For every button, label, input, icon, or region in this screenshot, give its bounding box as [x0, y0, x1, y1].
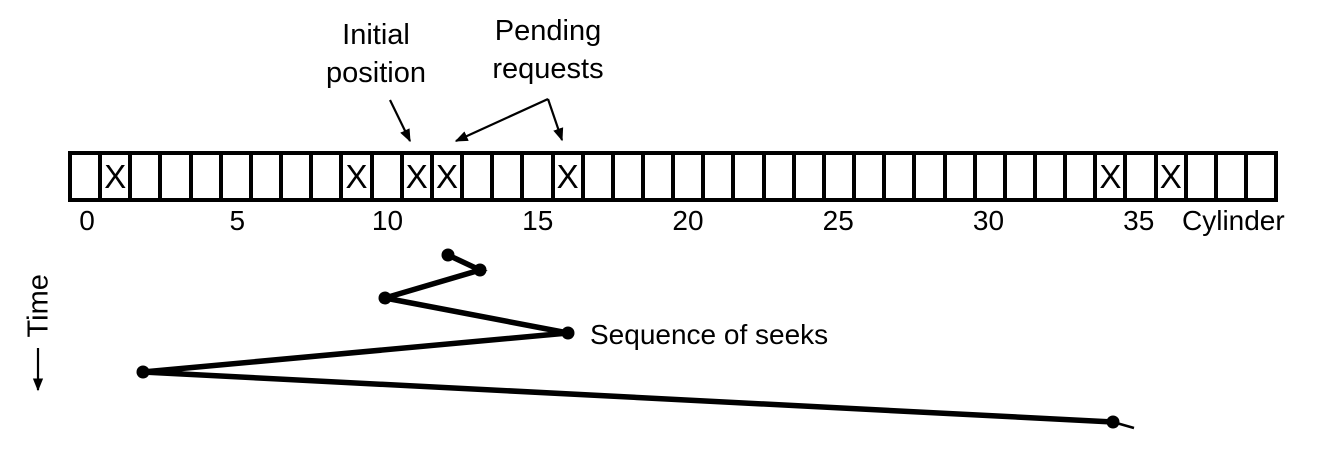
cylinder-cell-39 — [1248, 155, 1274, 198]
cylinder-cell-9: X — [343, 155, 374, 198]
pending-requests-label-line1: Pending — [494, 15, 602, 47]
cylinder-cell-2 — [132, 155, 163, 198]
pending-request-mark: X — [1099, 158, 1122, 195]
cylinder-cell-31 — [1007, 155, 1037, 198]
pending-request-mark: X — [345, 158, 368, 195]
cylinder-tick-25: 25 — [822, 205, 854, 236]
cylinder-cell-7 — [283, 155, 314, 198]
pending-request-mark: X — [556, 158, 579, 195]
sequence-of-seeks-label: Sequence of seeks — [590, 319, 829, 350]
cylinder-cell-15 — [524, 155, 555, 198]
cylinder-tick-30: 30 — [972, 205, 1005, 236]
cylinder-tick-5: 5 — [229, 205, 246, 236]
cylinder-cell-23 — [766, 155, 796, 198]
cylinder-cell-38 — [1218, 155, 1249, 198]
cylinder-cell-29 — [947, 155, 977, 198]
cylinder-cell-24 — [796, 155, 826, 198]
pending-request-mark: X — [405, 158, 428, 195]
cylinder-cell-13 — [464, 155, 495, 198]
cylinder-cell-3 — [162, 155, 193, 198]
cylinder-cell-27 — [886, 155, 917, 198]
cylinder-cell-33 — [1067, 155, 1098, 198]
cylinder-cell-14 — [494, 155, 525, 198]
pending-request-arrow-left — [454, 97, 549, 143]
cylinder-tick-20: 20 — [672, 205, 704, 236]
cylinder-tick-0: 0 — [79, 205, 95, 236]
seek-point-cylinder-2 — [136, 365, 150, 379]
cylinder-cell-20 — [675, 155, 706, 198]
cylinder-cell-25 — [826, 155, 857, 198]
cylinder-cell-5 — [223, 155, 253, 198]
cylinder-cell-11: X — [404, 155, 434, 198]
pending-requests-label: Pending requests — [468, 12, 628, 88]
cylinder-cell-1: X — [102, 155, 133, 198]
cylinder-cell-22 — [735, 155, 766, 198]
cylinder-cell-17 — [585, 155, 615, 198]
cylinder-cell-8 — [313, 155, 344, 198]
cylinder-cell-10 — [374, 155, 404, 198]
cylinder-tick-10: 10 — [371, 205, 404, 236]
cylinder-axis-label: Cylinder — [1182, 205, 1285, 236]
cylinder-cell-34: X — [1097, 155, 1128, 198]
cylinder-cell-18 — [615, 155, 645, 198]
cylinder-cell-30 — [977, 155, 1007, 198]
pending-requests-label-line2: requests — [492, 53, 604, 85]
cylinder-cell-36: X — [1158, 155, 1188, 198]
cylinder-cell-6 — [253, 155, 284, 198]
seek-point-cylinder-10 — [378, 291, 392, 305]
pending-request-mark: X — [1159, 158, 1182, 195]
initial-position-label: Initial position — [296, 16, 456, 92]
cylinder-cell-28 — [916, 155, 947, 198]
seek-point-cylinder-16 — [561, 326, 575, 340]
cylinder-tick-35: 35 — [1123, 205, 1155, 236]
pending-request-arrow-right — [546, 98, 564, 142]
cylinder-cell-12: X — [434, 155, 465, 198]
cylinder-cell-35 — [1127, 155, 1158, 198]
time-axis-label: Time — [22, 274, 55, 338]
cylinder-cell-16: X — [555, 155, 585, 198]
pending-request-mark: X — [435, 158, 458, 195]
initial-position-arrow — [389, 99, 411, 143]
initial-position-label-line1: Initial — [342, 19, 410, 51]
pending-request-mark: X — [104, 158, 127, 195]
cylinder-cell-37 — [1188, 155, 1218, 198]
seek-path-tail — [1112, 420, 1135, 430]
initial-position-label-line2: position — [326, 57, 426, 89]
cylinder-cell-21 — [705, 155, 736, 198]
cylinder-cell-32 — [1037, 155, 1068, 198]
seek-point-cylinder-12 — [441, 248, 455, 262]
seek-point-cylinder-13 — [473, 263, 487, 277]
cylinder-cell-4 — [193, 155, 223, 198]
cylinder-cell-26 — [856, 155, 887, 198]
cylinder-cell-19 — [645, 155, 676, 198]
seek-point-cylinder-34 — [1106, 415, 1120, 429]
cylinder-cell-0 — [72, 155, 103, 198]
cylinder-tick-15: 15 — [522, 205, 554, 236]
